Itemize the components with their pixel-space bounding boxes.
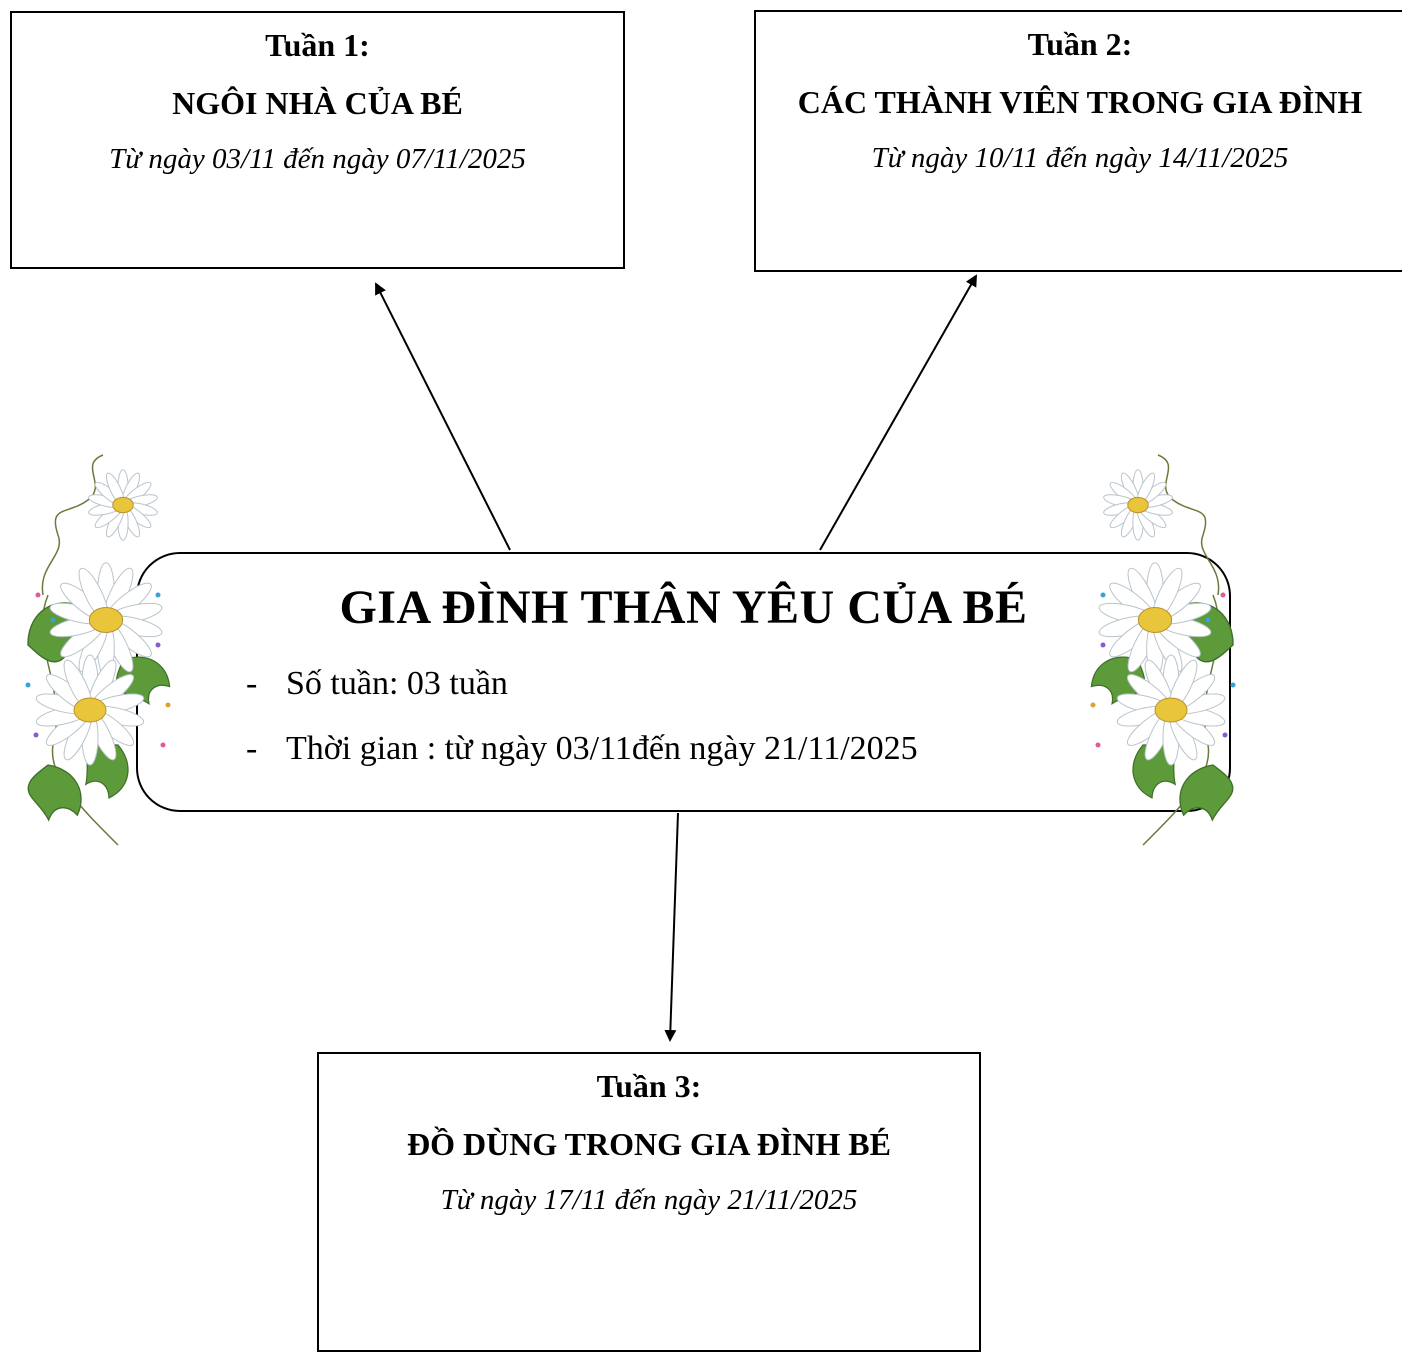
bullet-week-count-text: Số tuần: 03 tuần [286, 665, 508, 702]
central-topic-box: GIA ĐÌNH THÂN YÊU CỦA BÉ -Số tuần: 03 tu… [136, 552, 1231, 812]
confetti-dot [1090, 702, 1096, 708]
confetti-dot [50, 617, 56, 623]
arrow-to-week-3 [664, 812, 679, 1042]
week-1-label: Tuần 1: [265, 27, 370, 63]
daisy-bud-icon [1103, 469, 1173, 541]
week-3-label: Tuần 3: [596, 1068, 702, 1104]
confetti-dot [1100, 592, 1106, 598]
leaf-icon [27, 764, 82, 822]
confetti-dot [1095, 742, 1101, 748]
central-topic-title: GIA ĐÌNH THÂN YÊU CỦA BÉ [339, 581, 1028, 634]
confetti-dot [155, 592, 161, 598]
week-3-title: ĐỒ DÙNG TRONG GIA ĐÌNH BÉ [407, 1126, 891, 1162]
week-2-box: Tuần 2: CÁC THÀNH VIÊN TRONG GIA ĐÌNH Từ… [754, 10, 1402, 272]
week-3-dates: Từ ngày 17/11 đến ngày 21/11/2025 [440, 1184, 858, 1216]
confetti-dot [35, 592, 41, 598]
confetti-dot [1100, 642, 1106, 648]
week-2-dates: Từ ngày 10/11 đến ngày 14/11/2025 [871, 142, 1289, 174]
week-1-box: Tuần 1: NGÔI NHÀ CỦA BÉ Từ ngày 03/11 đế… [10, 11, 625, 269]
confetti-dot [160, 742, 166, 748]
confetti-dot [1220, 592, 1226, 598]
daisy-bud-icon [88, 469, 158, 541]
bullet-dash: - [246, 730, 258, 767]
daisy-decoration-left [25, 454, 171, 846]
daisy-icon [35, 654, 145, 766]
confetti-dot [155, 642, 161, 648]
confetti-dot [1230, 682, 1236, 688]
week-1-dates: Từ ngày 03/11 đến ngày 07/11/2025 [109, 143, 526, 175]
bullet-dash: - [246, 665, 258, 702]
confetti-dot [1222, 732, 1228, 738]
daisy-decoration-right [1090, 454, 1236, 846]
daisy-icon [49, 562, 163, 678]
confetti-dot [33, 732, 39, 738]
leaf-icon [1179, 764, 1234, 822]
bullet-week-count: -Số tuần: 03 tuần [246, 667, 508, 701]
arrow-to-week-2 [819, 274, 977, 551]
bullet-time-range-text: Thời gian : từ ngày 03/11đến ngày 21/11/… [286, 730, 918, 767]
arrow-to-week-1 [375, 282, 511, 551]
confetti-dot [25, 682, 31, 688]
bullet-time-range: -Thời gian : từ ngày 03/11đến ngày 21/11… [246, 732, 918, 766]
week-3-box: Tuần 3: ĐỒ DÙNG TRONG GIA ĐÌNH BÉ Từ ngà… [317, 1052, 981, 1352]
daisy-icon [1116, 654, 1226, 766]
week-2-title: CÁC THÀNH VIÊN TRONG GIA ĐÌNH [797, 84, 1363, 120]
week-1-title: NGÔI NHÀ CỦA BÉ [172, 85, 463, 121]
confetti-dot [165, 702, 171, 708]
daisy-icon [1098, 562, 1212, 678]
week-2-label: Tuần 2: [1027, 26, 1133, 62]
confetti-dot [1205, 617, 1211, 623]
